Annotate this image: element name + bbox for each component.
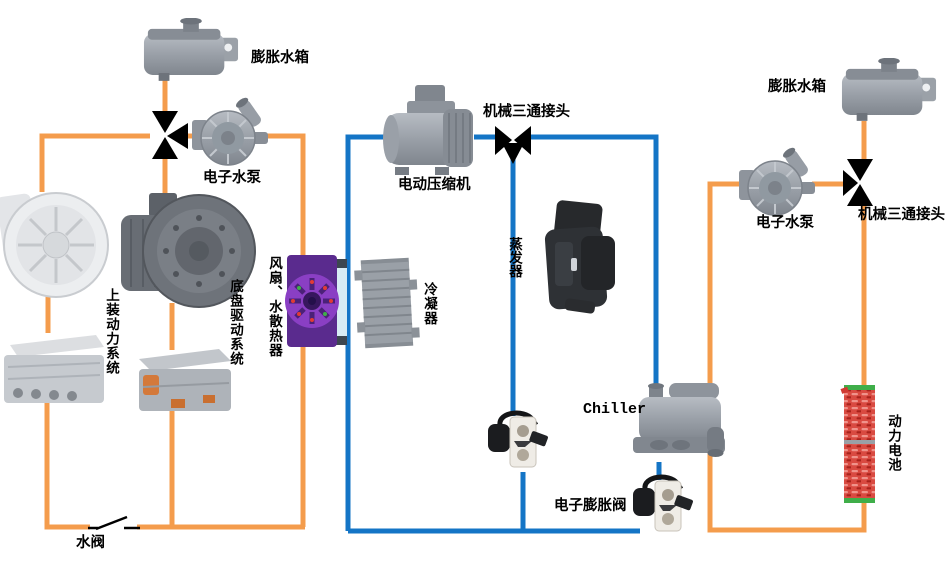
label-electric-compressor: 电动压缩机 [398,177,471,193]
label-electric-water-pump-right: 电子水泵 [756,215,814,231]
chassis-drive-motor [121,193,256,308]
pipe-pumpL-fan [262,133,306,258]
upper-power-motor [0,192,109,298]
expansion-tank-right [841,58,937,121]
electronic-expansion-valve-2 [633,477,694,531]
expansion-tank-left [143,18,239,81]
chassis-drive-inverter [139,349,231,411]
pipe-valve-upper-motor [39,133,150,192]
label-electronic-expansion-valve: 电子膨胀阀 [554,498,627,514]
label-water-valve: 水阀 [76,535,105,551]
condenser [354,257,420,349]
three-way-valve-left [152,111,188,159]
label-condenser: 冷凝器 [422,282,437,326]
label-mechanical-tee-top: 机械三通接头 [483,104,570,120]
label-mechanical-tee-right: 机械三通接头 [858,207,945,223]
three-way-valve-right [843,159,873,206]
hvac-evaporator-unit [544,200,615,314]
fan-radiator-assembly [285,255,347,347]
pipe-tee-chiller [528,134,659,390]
pipe-suction-line [345,134,388,531]
upper-power-inverter [4,335,104,403]
label-upper-power-system: 上装动力系统 [104,288,119,375]
chiller [633,383,725,457]
label-expansion-tank-left: 膨胀水箱 [251,50,309,66]
label-chassis-drive-system: 底盘驱动系统 [228,279,243,366]
water-valve-switch [88,515,140,531]
electric-water-pump-left [192,96,269,166]
electric-water-pump-right [739,146,816,216]
label-electric-water-pump-left: 电子水泵 [203,170,261,186]
electric-compressor [383,85,473,175]
label-evaporator: 蒸发器 [507,236,522,278]
label-chiller: Chiller [583,401,647,418]
label-power-battery: 动力电池 [886,414,901,472]
label-fan-radiator: 风扇、水散热器 [267,256,282,358]
label-expansion-tank-right: 膨胀水箱 [768,79,826,95]
electronic-expansion-valve-1 [488,413,549,467]
pipe-chiller-battery-loop [707,181,867,533]
three-way-valve-top [495,126,531,164]
power-battery [840,385,875,503]
pipe-upper-inverter-bottom [44,400,90,530]
coolant-pipes [39,80,867,533]
